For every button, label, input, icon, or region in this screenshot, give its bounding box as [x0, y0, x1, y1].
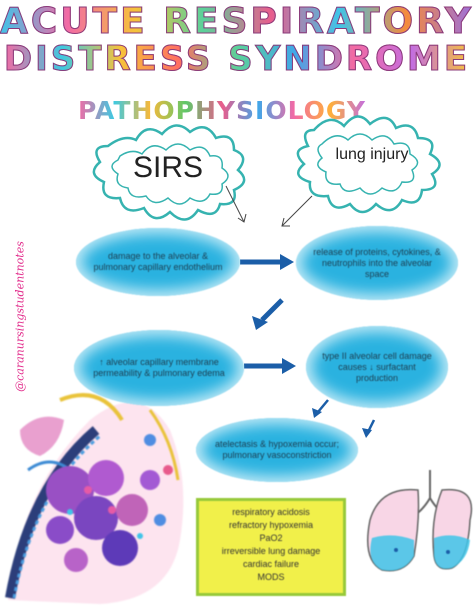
flow-node-protein-release: release of proteins, cytokines, & neutro… — [296, 226, 458, 300]
outcome-item: refractory hypoxemia — [228, 520, 314, 530]
outcome-item: PaO2 — [259, 533, 283, 543]
flow-node-permeability: ↑ alveolar capillary membrane permeabili… — [74, 330, 244, 406]
main-title-line1: ACUTE RESPIRATORY — [0, 1, 474, 42]
outcome-item: irreversible lung damage — [221, 546, 321, 556]
section-subtitle: PATHOPHYSIOLOGY — [78, 96, 398, 125]
sirs-burst — [92, 124, 246, 221]
outcome-item: respiratory acidosis — [232, 507, 310, 517]
lungs-illustration — [367, 470, 473, 572]
flow-arrow-1 — [240, 254, 294, 270]
sirs-label: SIRS — [132, 151, 204, 184]
outcome-item: MODS — [257, 572, 285, 582]
alveolus-illustration — [5, 393, 184, 604]
flow-node-alveolar-damage: damage to the alveolar & pulmonary capil… — [76, 228, 240, 296]
outcomes-box: respiratory acidosis refractory hypoxemi… — [196, 498, 346, 596]
flow-arrow-4 — [312, 399, 329, 418]
title-line1-text: ACUTE RESPIRATORY — [0, 1, 474, 42]
flow-arrow-3 — [244, 358, 296, 374]
subtitle-text: PATHOPHYSIOLOGY — [78, 96, 366, 125]
pointer-arrows — [225, 185, 313, 227]
flow-node-surfactant: type II alveolar cell damage causes ↓ su… — [306, 326, 448, 408]
flow-arrow-5 — [362, 419, 376, 438]
title-line2-text: DISTRESS SYNDROME — [3, 39, 471, 79]
lung-injury-burst — [296, 115, 441, 214]
outcome-item: cardiac failure — [242, 559, 300, 569]
main-title-line2: DISTRESS SYNDROME — [0, 39, 474, 79]
lung-injury-label: lung injury — [335, 146, 409, 163]
flow-arrow-2 — [252, 298, 284, 330]
flow-node-atelectasis: atelectasis & hypoxemia occur; pulmonary… — [196, 418, 358, 482]
